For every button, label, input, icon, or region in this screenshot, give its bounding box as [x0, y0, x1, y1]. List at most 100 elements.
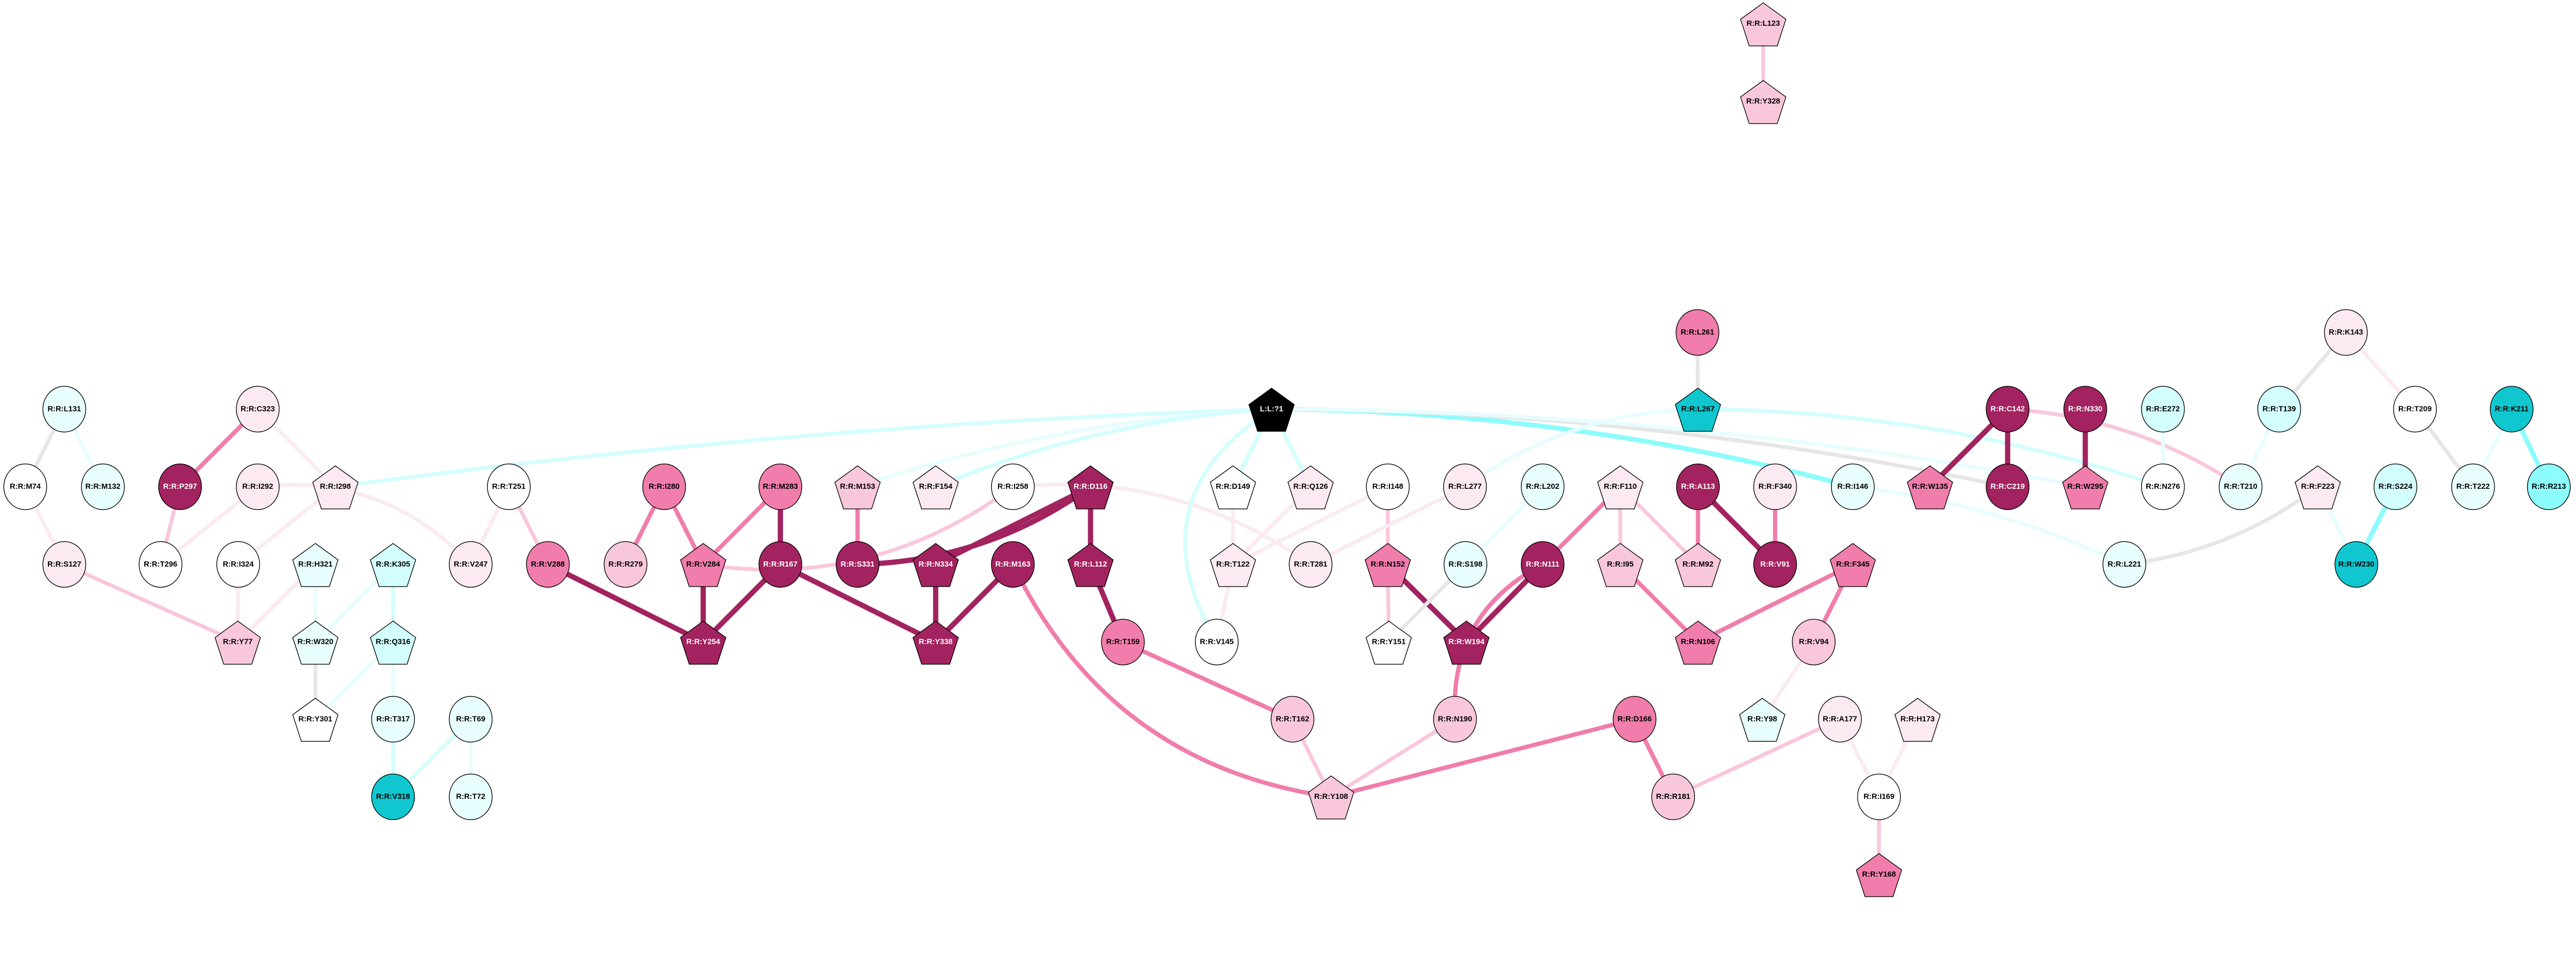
pentagon-node-shape[interactable] — [1364, 543, 1411, 587]
circle-node-shape[interactable] — [3, 463, 47, 510]
node-l131[interactable]: R:R:L131 — [42, 386, 87, 433]
pentagon-node-shape[interactable] — [2062, 465, 2109, 509]
pentagon-node-shape[interactable] — [214, 620, 261, 665]
circle-node-shape[interactable] — [1753, 541, 1797, 588]
circle-node-shape[interactable] — [836, 541, 879, 588]
circle-node-shape[interactable] — [2393, 386, 2437, 433]
circle-node-shape[interactable] — [371, 696, 415, 743]
circle-node-shape[interactable] — [1857, 773, 1901, 821]
circle-node-shape[interactable] — [449, 696, 493, 743]
circle-node-shape[interactable] — [603, 541, 648, 588]
node-m283[interactable]: R:R:M283 — [758, 463, 803, 510]
circle-node-shape[interactable] — [2324, 309, 2368, 356]
node-d166[interactable]: R:R:D166 — [1613, 696, 1657, 743]
circle-node-shape[interactable] — [2103, 541, 2146, 588]
circle-node-shape[interactable] — [487, 463, 531, 510]
node-l202[interactable]: R:R:L202 — [1520, 463, 1565, 510]
node-k211[interactable]: R:R:K211 — [2489, 386, 2534, 433]
circle-node-shape[interactable] — [1289, 541, 1333, 588]
circle-node-shape[interactable] — [139, 541, 182, 588]
node-n276[interactable]: R:R:N276 — [2141, 463, 2185, 510]
circle-node-shape[interactable] — [1986, 386, 2030, 433]
circle-node-shape[interactable] — [2218, 463, 2263, 510]
node-n190[interactable]: R:R:N190 — [1433, 696, 1477, 743]
pentagon-node-shape[interactable] — [1067, 543, 1114, 587]
circle-node-shape[interactable] — [991, 463, 1035, 510]
circle-node-shape[interactable] — [1818, 696, 1862, 743]
node-i169[interactable]: R:R:I169 — [1857, 773, 1901, 821]
circle-node-shape[interactable] — [2489, 386, 2534, 433]
pentagon-node-shape[interactable] — [292, 620, 339, 665]
node-v318[interactable]: R:R:V318 — [371, 773, 415, 821]
node-a177[interactable]: R:R:A177 — [1818, 696, 1862, 743]
node-t209[interactable]: R:R:T209 — [2393, 386, 2437, 433]
node-t159[interactable]: R:R:T159 — [1101, 619, 1145, 665]
circle-node-shape[interactable] — [2141, 463, 2185, 510]
node-v91[interactable]: R:R:V91 — [1753, 541, 1797, 588]
circle-node-shape[interactable] — [449, 541, 493, 588]
pentagon-node-shape[interactable] — [1597, 465, 1643, 509]
node-i292[interactable]: R:R:I292 — [235, 463, 280, 510]
circle-node-shape[interactable] — [1520, 541, 1565, 588]
circle-node-shape[interactable] — [158, 463, 202, 510]
node-t162[interactable]: R:R:T162 — [1270, 696, 1315, 743]
circle-node-shape[interactable] — [2527, 463, 2571, 510]
node-i146[interactable]: R:R:I146 — [1831, 463, 1875, 510]
circle-node-shape[interactable] — [1831, 463, 1875, 510]
circle-node-shape[interactable] — [2451, 463, 2495, 510]
pentagon-node-shape[interactable] — [680, 543, 726, 587]
circle-node-shape[interactable] — [1101, 619, 1145, 665]
pentagon-node-shape[interactable] — [1365, 620, 1412, 665]
pentagon-node-shape[interactable] — [1248, 387, 1295, 432]
node-k143[interactable]: R:R:K143 — [2324, 309, 2368, 356]
circle-node-shape[interactable] — [2374, 463, 2417, 510]
node-m163[interactable]: R:R:M163 — [991, 541, 1035, 588]
circle-node-shape[interactable] — [642, 463, 686, 510]
node-l277[interactable]: R:R:L277 — [1443, 463, 1487, 510]
circle-node-shape[interactable] — [216, 541, 260, 588]
circle-node-shape[interactable] — [2257, 386, 2301, 433]
circle-node-shape[interactable] — [1613, 696, 1657, 743]
node-a113[interactable]: R:R:A113 — [1676, 463, 1720, 510]
node-f340[interactable]: R:R:F340 — [1753, 463, 1797, 510]
node-t210[interactable]: R:R:T210 — [2218, 463, 2263, 510]
pentagon-node-shape[interactable] — [1894, 697, 1941, 742]
pentagon-node-shape[interactable] — [1907, 465, 1953, 509]
node-s127[interactable]: R:R:S127 — [42, 541, 87, 588]
node-r279[interactable]: R:R:R279 — [603, 541, 648, 588]
pentagon-node-shape[interactable] — [1674, 620, 1721, 665]
node-t317[interactable]: R:R:T317 — [371, 696, 415, 743]
circle-node-shape[interactable] — [1195, 619, 1239, 665]
pentagon-node-shape[interactable] — [292, 543, 339, 587]
node-e272[interactable]: R:R:E272 — [2141, 386, 2185, 433]
pentagon-node-shape[interactable] — [1740, 80, 1787, 124]
node-t139[interactable]: R:R:T139 — [2257, 386, 2301, 433]
pentagon-node-shape[interactable] — [1443, 620, 1490, 665]
circle-node-shape[interactable] — [42, 541, 87, 588]
node-c323[interactable]: R:R:C323 — [235, 386, 280, 433]
circle-node-shape[interactable] — [81, 463, 125, 510]
circle-node-shape[interactable] — [1520, 463, 1565, 510]
circle-node-shape[interactable] — [1444, 541, 1487, 588]
circle-node-shape[interactable] — [2334, 541, 2378, 588]
node-t281[interactable]: R:R:T281 — [1289, 541, 1333, 588]
node-m74[interactable]: R:R:M74 — [3, 463, 47, 510]
node-v94[interactable]: R:R:V94 — [1792, 619, 1836, 665]
circle-node-shape[interactable] — [1792, 619, 1836, 665]
pentagon-node-shape[interactable] — [912, 543, 959, 587]
circle-node-shape[interactable] — [1433, 696, 1477, 743]
circle-node-shape[interactable] — [758, 541, 803, 588]
circle-node-shape[interactable] — [2063, 386, 2107, 433]
pentagon-node-shape[interactable] — [912, 465, 959, 509]
node-i280[interactable]: R:R:I280 — [642, 463, 686, 510]
circle-node-shape[interactable] — [1753, 463, 1797, 510]
pentagon-node-shape[interactable] — [1067, 465, 1114, 509]
node-v288[interactable]: R:R:V288 — [526, 541, 570, 588]
pentagon-node-shape[interactable] — [1739, 697, 1786, 742]
circle-node-shape[interactable] — [1651, 773, 1695, 821]
pentagon-node-shape[interactable] — [312, 465, 359, 509]
node-c219[interactable]: R:R:C219 — [1986, 463, 2030, 510]
node-r181[interactable]: R:R:R181 — [1651, 773, 1695, 821]
circle-node-shape[interactable] — [758, 463, 803, 510]
node-m132[interactable]: R:R:M132 — [81, 463, 125, 510]
